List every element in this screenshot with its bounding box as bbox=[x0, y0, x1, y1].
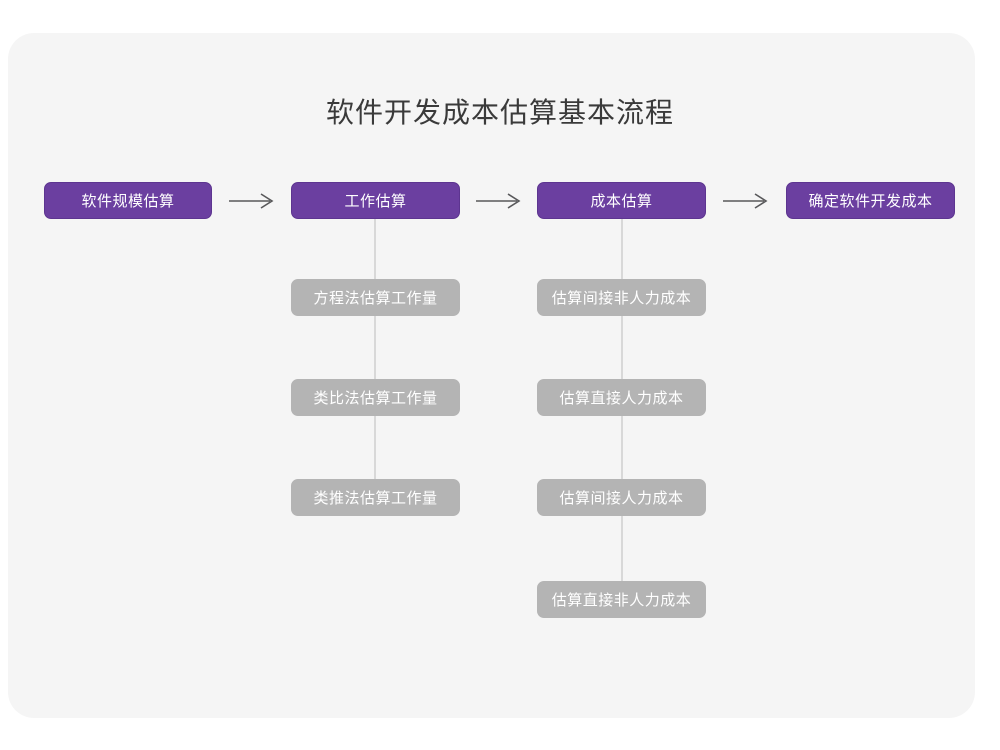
connector-line-column-2 bbox=[374, 218, 376, 479]
sub-node-step2-sub1[interactable]: 方程法估算工作量 bbox=[291, 279, 460, 316]
sub-node-step3-sub2[interactable]: 估算直接人力成本 bbox=[537, 379, 706, 416]
flow-node-step2[interactable]: 工作估算 bbox=[291, 182, 460, 219]
page-title: 软件开发成本估算基本流程 bbox=[325, 97, 674, 128]
flow-arrow-2 bbox=[475, 190, 523, 212]
flow-node-step1[interactable]: 软件规模估算 bbox=[44, 182, 212, 219]
diagram-card bbox=[8, 33, 975, 718]
sub-node-step2-sub3[interactable]: 类推法估算工作量 bbox=[291, 479, 460, 516]
sub-node-step3-sub1[interactable]: 估算间接非人力成本 bbox=[537, 279, 706, 316]
flow-node-step4[interactable]: 确定软件开发成本 bbox=[786, 182, 955, 219]
flow-node-step3[interactable]: 成本估算 bbox=[537, 182, 706, 219]
flow-arrow-3 bbox=[722, 190, 770, 212]
sub-node-step3-sub4[interactable]: 估算直接非人力成本 bbox=[537, 581, 706, 618]
sub-node-step2-sub2[interactable]: 类比法估算工作量 bbox=[291, 379, 460, 416]
sub-node-step3-sub3[interactable]: 估算间接人力成本 bbox=[537, 479, 706, 516]
flow-arrow-1 bbox=[228, 190, 276, 212]
